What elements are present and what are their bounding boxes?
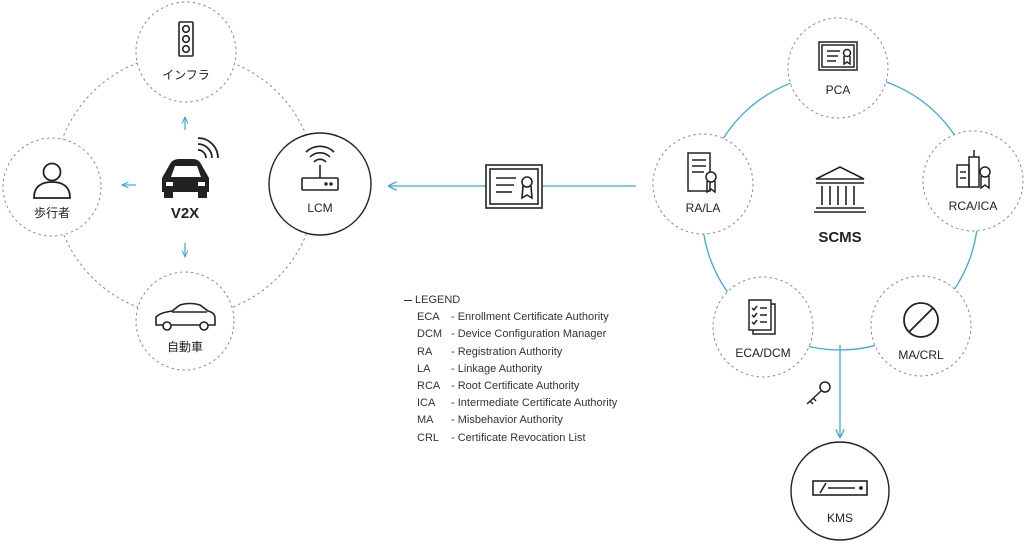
legend-desc: - Root Certificate Authority xyxy=(451,380,580,393)
legend-abbr: MA xyxy=(417,414,434,427)
legend-item: LA - Linkage Authority xyxy=(417,361,617,378)
v2x-label: V2X xyxy=(171,205,199,222)
pca-certificate-icon xyxy=(818,41,858,71)
legend-item: ECA - Enrollment Certificate Authority xyxy=(417,309,617,326)
legend-item: ICA - Intermediate Certificate Authority xyxy=(417,395,617,412)
pedestrian-node: 歩行者 xyxy=(2,137,102,237)
router-icon xyxy=(301,145,339,191)
lcm-label: LCM xyxy=(307,201,332,215)
pca-node: PCA xyxy=(787,17,889,119)
key-icon xyxy=(806,381,831,405)
car-icon xyxy=(155,302,216,331)
rca-ica-node: RCA/ICA xyxy=(922,130,1024,232)
ma-crl-label: MA/CRL xyxy=(898,348,944,362)
legend-abbr: LA xyxy=(417,362,431,375)
legend-item: RCA - Root Certificate Authority xyxy=(417,378,617,395)
legend-desc: - Certificate Revocation List xyxy=(451,431,586,444)
legend-abbr: RA xyxy=(417,345,433,358)
infra-label: インフラ xyxy=(162,68,210,82)
eca-dcm-node: ECA/DCM xyxy=(712,276,814,378)
lcm-node: LCM xyxy=(268,132,372,236)
pedestrian-label: 歩行者 xyxy=(34,205,70,220)
kms-node: KMS xyxy=(790,441,890,541)
traffic-light-icon xyxy=(178,21,194,57)
document-badge-icon xyxy=(687,152,717,194)
legend-desc: - Misbehavior Authority xyxy=(451,414,563,427)
prohibit-icon xyxy=(903,302,939,338)
legend-abbr: DCM xyxy=(417,328,443,341)
person-icon xyxy=(33,162,71,199)
legend-item: CRL - Certificate Revocation List xyxy=(417,430,617,447)
legend-abbr: ECA xyxy=(417,311,440,324)
legend-item: DCM - Device Configuration Manager xyxy=(417,326,617,343)
scms-label: SCMS xyxy=(818,229,861,246)
legend-item: RA - Registration Authority xyxy=(417,344,617,361)
legend-title: LEGEND xyxy=(404,292,617,309)
legend-abbr: CRL xyxy=(417,431,440,444)
kms-key-drive-icon xyxy=(812,480,868,496)
legend-item: MA - Misbehavior Authority xyxy=(417,412,617,429)
eca-dcm-label: ECA/DCM xyxy=(735,346,790,360)
ra-la-label: RA/LA xyxy=(686,201,721,215)
legend: LEGEND ECA - Enrollment Certificate Autho… xyxy=(404,292,617,447)
pca-label: PCA xyxy=(826,83,851,97)
rca-ica-label: RCA/ICA xyxy=(949,199,998,213)
checklist-icon xyxy=(748,299,776,335)
certificate-icon xyxy=(485,164,543,209)
vehicle-label: 自動車 xyxy=(167,340,203,354)
legend-abbr: ICA xyxy=(417,397,436,410)
legend-desc: - Enrollment Certificate Authority xyxy=(451,311,609,324)
kms-label: KMS xyxy=(827,511,853,525)
ma-crl-node: MA/CRL xyxy=(870,275,972,377)
infra-node: インフラ xyxy=(135,1,237,103)
legend-desc: - Registration Authority xyxy=(451,345,563,358)
scms-hub: SCMS xyxy=(814,166,866,246)
vehicle-node: 自動車 xyxy=(135,271,235,371)
institution-icon xyxy=(814,166,866,213)
ra-la-node: RA/LA xyxy=(652,133,754,235)
legend-desc: - Intermediate Certificate Authority xyxy=(451,397,618,410)
legend-abbr: RCA xyxy=(417,380,441,393)
legend-desc: - Device Configuration Manager xyxy=(451,328,607,341)
legend-desc: - Linkage Authority xyxy=(451,362,543,375)
v2x-hub: V2X xyxy=(162,137,219,222)
building-badge-icon xyxy=(956,150,991,190)
connected-car-icon xyxy=(162,137,219,198)
